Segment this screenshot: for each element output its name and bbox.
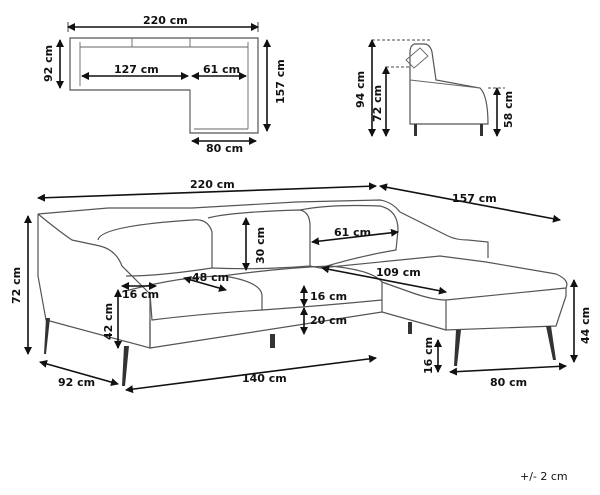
main-80-label: 80 cm <box>490 376 527 389</box>
top-157-label: 157 cm <box>274 59 287 104</box>
leg <box>122 346 129 386</box>
main-44-label: 44 cm <box>579 307 592 344</box>
main-30-label: 30 cm <box>254 227 267 264</box>
leg <box>454 330 461 366</box>
main-48-label: 48 cm <box>192 271 229 284</box>
main-20-label: 20 cm <box>310 314 347 327</box>
main-220-label: 220 cm <box>190 178 235 191</box>
leg <box>546 326 556 360</box>
main-92-label: 92 cm <box>58 376 95 389</box>
tolerance-note: +/- 2 cm <box>520 470 568 483</box>
top-view-outline <box>69 37 259 134</box>
main-16-arm-label: 16 cm <box>122 288 159 301</box>
leg <box>270 334 275 348</box>
main-72-label: 72 cm <box>10 267 23 304</box>
main-view: 220 cm 157 cm 72 cm 30 cm 61 cm 109 cm 4… <box>10 178 592 394</box>
main-157-label: 157 cm <box>452 192 497 205</box>
main-109-label: 109 cm <box>376 266 421 279</box>
top-127-label: 127 cm <box>114 63 159 76</box>
side-view: 94 cm 72 cm 58 cm <box>354 39 515 137</box>
side-94-label: 94 cm <box>354 71 367 108</box>
side-view-outline <box>409 43 489 125</box>
side-72-label: 72 cm <box>371 85 384 122</box>
leg <box>44 318 50 354</box>
top-80-label: 80 cm <box>206 142 243 155</box>
leg <box>408 322 412 334</box>
main-42-label: 42 cm <box>102 303 115 340</box>
top-depth-label: 92 cm <box>42 45 55 82</box>
main-61-label: 61 cm <box>334 226 371 239</box>
top-view: 220 cm 92 cm 127 cm 61 cm 157 cm 80 cm <box>42 14 287 155</box>
side-58-label: 58 cm <box>502 91 515 128</box>
main-140-label: 140 cm <box>242 372 287 385</box>
main-16-leg-label: 16 cm <box>422 337 435 374</box>
main-16-seat-label: 16 cm <box>310 290 347 303</box>
top-61-label: 61 cm <box>203 63 240 76</box>
top-width-label: 220 cm <box>143 14 188 27</box>
